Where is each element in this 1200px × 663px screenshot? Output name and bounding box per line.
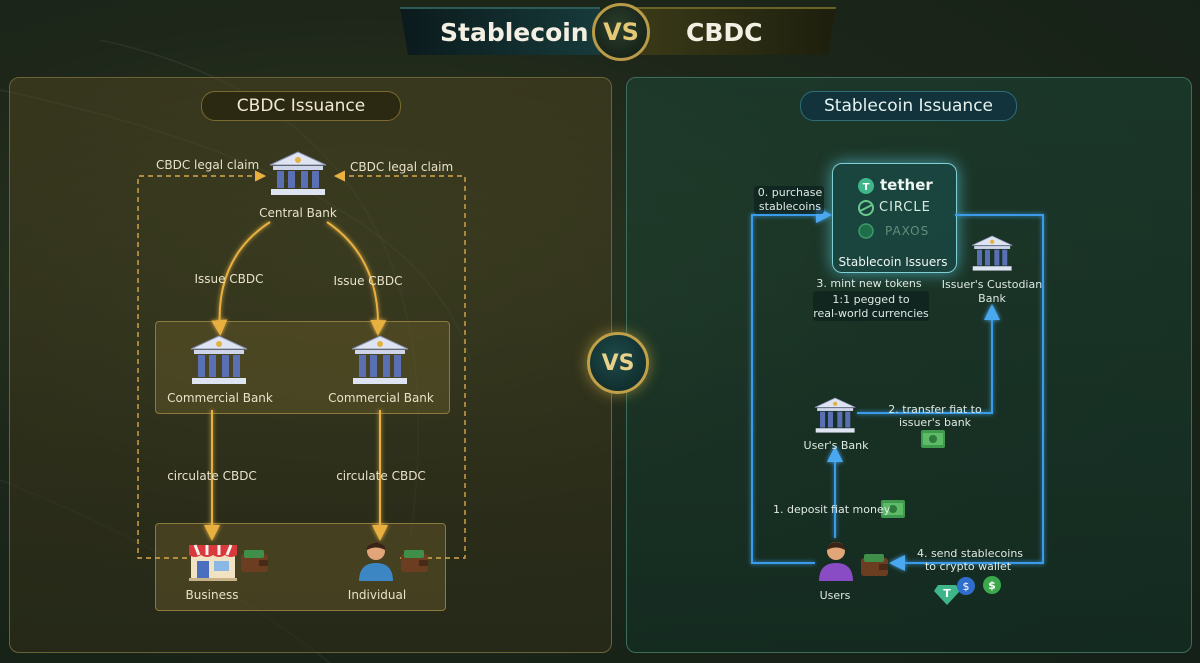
legal-claim-lines	[137, 170, 466, 559]
business-label: Business	[185, 588, 239, 602]
cash-icon-deposit	[881, 500, 905, 518]
step1-deposit-label: 1. deposit fiat money	[773, 503, 891, 516]
wallet-icon-individual	[401, 550, 428, 572]
svg-text:T: T	[863, 182, 870, 193]
legal-claim-left-label: CBDC legal claim	[156, 158, 260, 172]
step3-mint-label: 3. mint new tokens	[816, 277, 922, 290]
step2-label-line2: issuer's bank	[898, 416, 972, 429]
tether-brand: tether	[880, 176, 933, 194]
title-banner: Stablecoin CBDC VS	[400, 3, 836, 61]
individual-person-icon	[359, 542, 393, 581]
central-bank-icon	[269, 151, 327, 195]
stablecoin-issuers-label: Stablecoin Issuers	[838, 255, 948, 269]
storefront-icon	[189, 544, 237, 581]
usdc-coin-icon	[957, 577, 975, 595]
coin-icons: T $ $	[934, 576, 1001, 605]
cbdc-issuance-heading: CBDC Issuance	[201, 91, 401, 121]
users-bank-icon	[814, 397, 856, 433]
cbdc-panel	[9, 77, 612, 653]
wallet-icon-business	[241, 550, 268, 572]
svg-text:$: $	[988, 579, 996, 592]
cbdc-flow-lines	[204, 221, 388, 541]
tether-coin-icon: T	[934, 585, 960, 605]
dollar-coin-icon	[983, 576, 1001, 594]
svg-text:$: $	[963, 580, 970, 593]
paxos-brand: PAXOS	[885, 224, 930, 238]
users-person-icon	[819, 542, 853, 581]
step0-tag	[754, 186, 824, 214]
title-vs-badge: VS	[592, 3, 650, 61]
legal-claim-right-label: CBDC legal claim	[350, 160, 454, 174]
circulate-cbdc-left-label: circulate CBDC	[167, 469, 257, 483]
step4-label-line1: 4. send stablecoins	[916, 547, 1024, 560]
stablecoin-flow-lines	[751, 207, 1044, 571]
step2-label-line1: 2. transfer fiat to	[888, 403, 982, 416]
peg-tag	[813, 291, 929, 321]
custodian-bank-label-line2: Bank	[978, 292, 1006, 305]
tether-logo-icon	[858, 178, 874, 194]
commercial-bank-right-label: Commercial Bank	[328, 391, 434, 405]
custodian-bank-label-line1: Issuer's Custodian	[941, 278, 1043, 291]
commercial-bank-left-label: Commercial Bank	[167, 391, 273, 405]
center-vs-badge: VS	[587, 332, 649, 394]
central-bank-label: Central Bank	[259, 206, 337, 220]
cash-icon-transfer	[921, 430, 945, 448]
custodian-bank-icon	[971, 235, 1013, 271]
users-bank-label: User's Bank	[803, 439, 869, 452]
paxos-logo-icon	[858, 223, 874, 239]
wallet-icon-users	[861, 554, 888, 576]
step0-label-line1: 0. purchase	[757, 186, 823, 199]
stablecoin-issuance-heading: Stablecoin Issuance	[800, 91, 1017, 121]
peg-label-line1: 1:1 pegged to	[832, 293, 910, 306]
issue-cbdc-right-label: Issue CBDC	[333, 274, 403, 288]
stablecoin-issuers-box	[832, 163, 957, 273]
circle-brand: CIRCLE	[879, 200, 931, 215]
commercial-bank-left-icon	[190, 335, 248, 384]
circle-logo-icon	[858, 200, 874, 216]
title-cbdc: CBDC	[636, 7, 836, 55]
step4-label-line2: to crypto wallet	[924, 560, 1012, 573]
step0-label-line2: stablecoins	[758, 200, 822, 213]
title-stablecoin: Stablecoin	[400, 7, 600, 55]
circulate-cbdc-right-label: circulate CBDC	[336, 469, 426, 483]
peg-label-line2: real-world currencies	[813, 307, 929, 320]
individual-label: Individual	[347, 588, 407, 602]
issue-cbdc-left-label: Issue CBDC	[194, 272, 264, 286]
svg-text:T: T	[943, 587, 951, 600]
commercial-bank-right-icon	[351, 335, 409, 384]
users-label: Users	[819, 589, 851, 602]
